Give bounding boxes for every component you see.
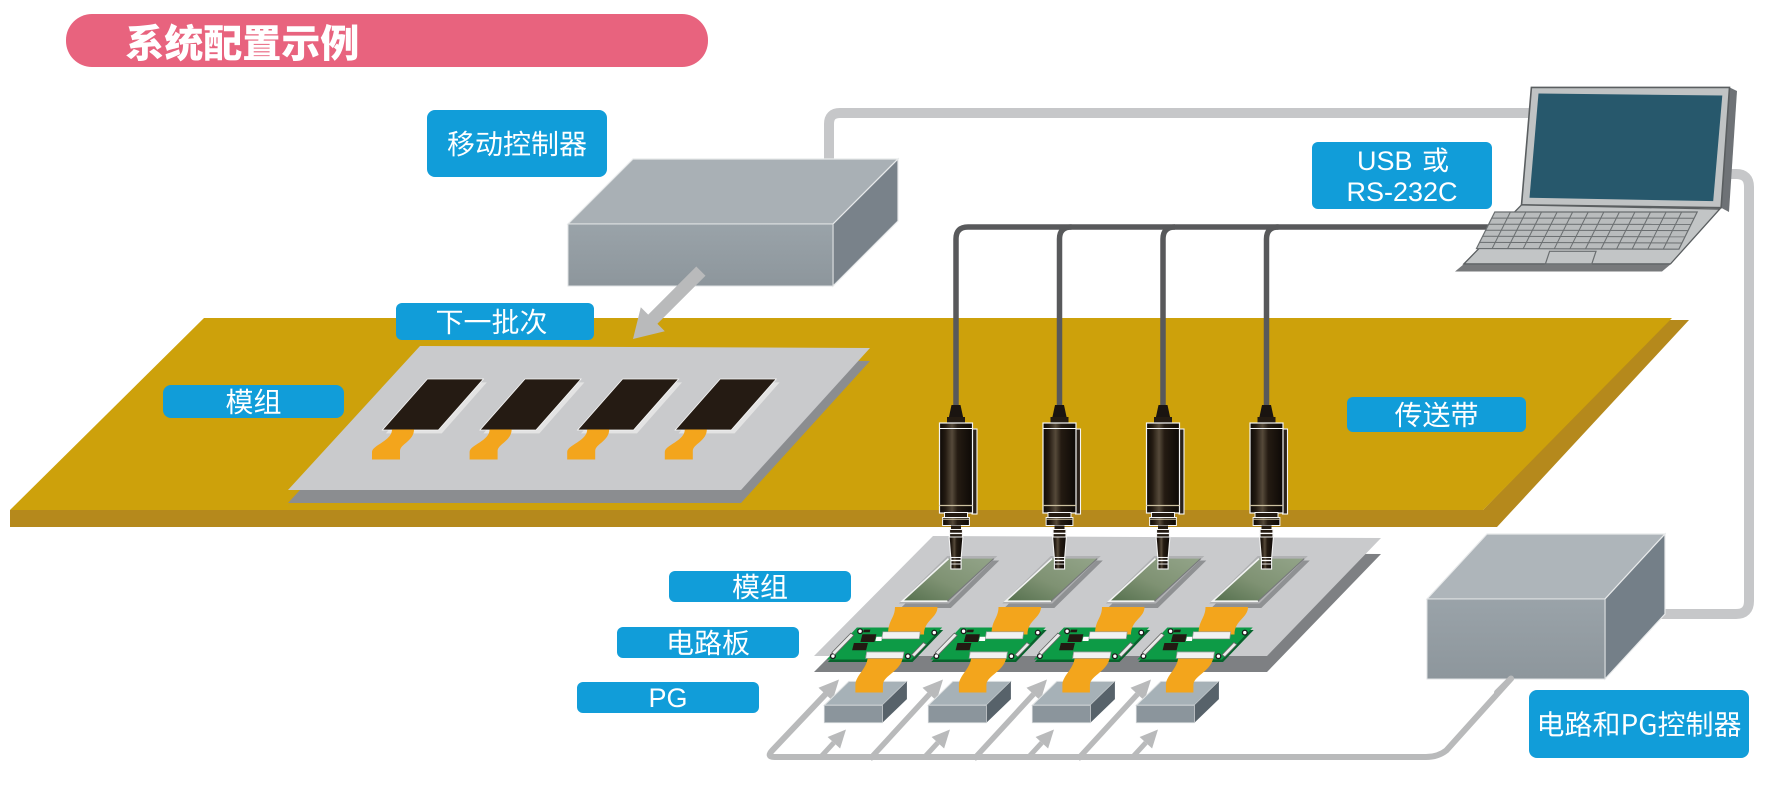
svg-text:RS-232C: RS-232C [1346, 177, 1457, 207]
svg-text:PG: PG [648, 683, 687, 713]
svg-text:USB: USB [1357, 146, 1413, 176]
